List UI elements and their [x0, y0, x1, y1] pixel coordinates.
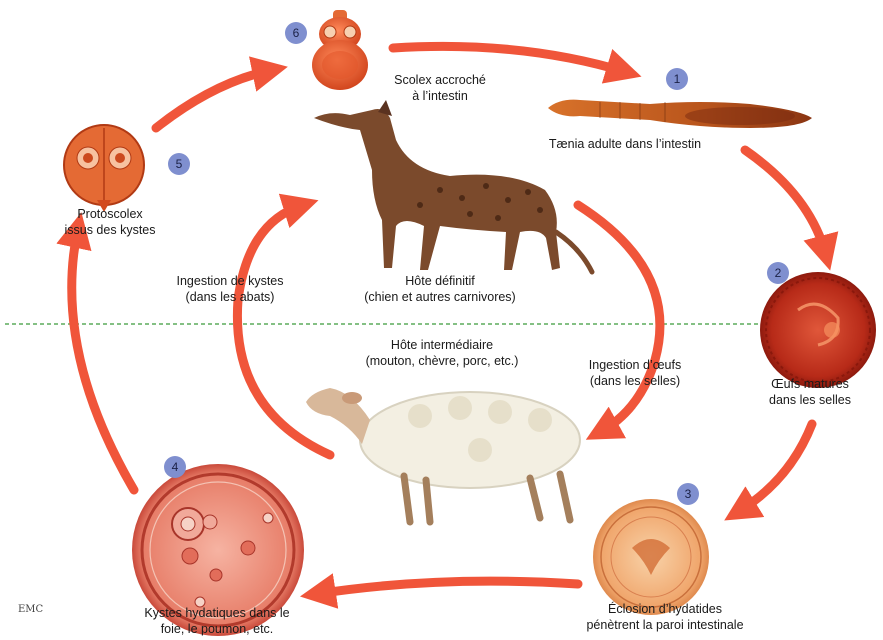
stage-4-badge: 4 — [164, 456, 186, 478]
arrow-4-to-5 — [72, 228, 134, 490]
cyst-ingestion-label: Ingestion de kystes(dans les abats) — [160, 273, 300, 305]
arrow-1-to-2 — [745, 150, 826, 255]
definitive-host-label: Hôte définitif(chien et autres carnivore… — [330, 273, 550, 305]
hydatid-illustration — [593, 499, 709, 615]
stage-3-badge: 3 — [677, 483, 699, 505]
stage-1-badge: 1 — [666, 68, 688, 90]
dog-illustration — [314, 100, 592, 272]
stage-1-label: Tænia adulte dans l’intestin — [520, 136, 730, 152]
stage-6-badge: 6 — [285, 22, 307, 44]
arrow-cyst-ingestion — [237, 205, 330, 455]
sheep-illustration — [306, 388, 580, 522]
scolex-illustration — [312, 10, 368, 90]
arrow-6-to-1 — [393, 46, 626, 72]
arrow-2-to-3 — [738, 424, 812, 512]
arrow-3-to-4 — [316, 581, 578, 594]
arrow-5-to-6 — [156, 70, 272, 128]
egg-ingestion-label: Ingestion d’œufs(dans les selles) — [570, 357, 700, 389]
intermediate-host-label: Hôte intermédiaire(mouton, chèvre, porc,… — [332, 337, 552, 369]
stage-2-badge: 2 — [767, 262, 789, 284]
arrow-egg-ingestion — [578, 205, 660, 432]
publisher-credit: EMC — [18, 604, 43, 615]
stage-5-badge: 5 — [168, 153, 190, 175]
mature-egg-illustration — [760, 272, 876, 388]
protoscolex-illustration — [64, 125, 144, 212]
adult-tapeworm-illustration — [548, 100, 812, 128]
